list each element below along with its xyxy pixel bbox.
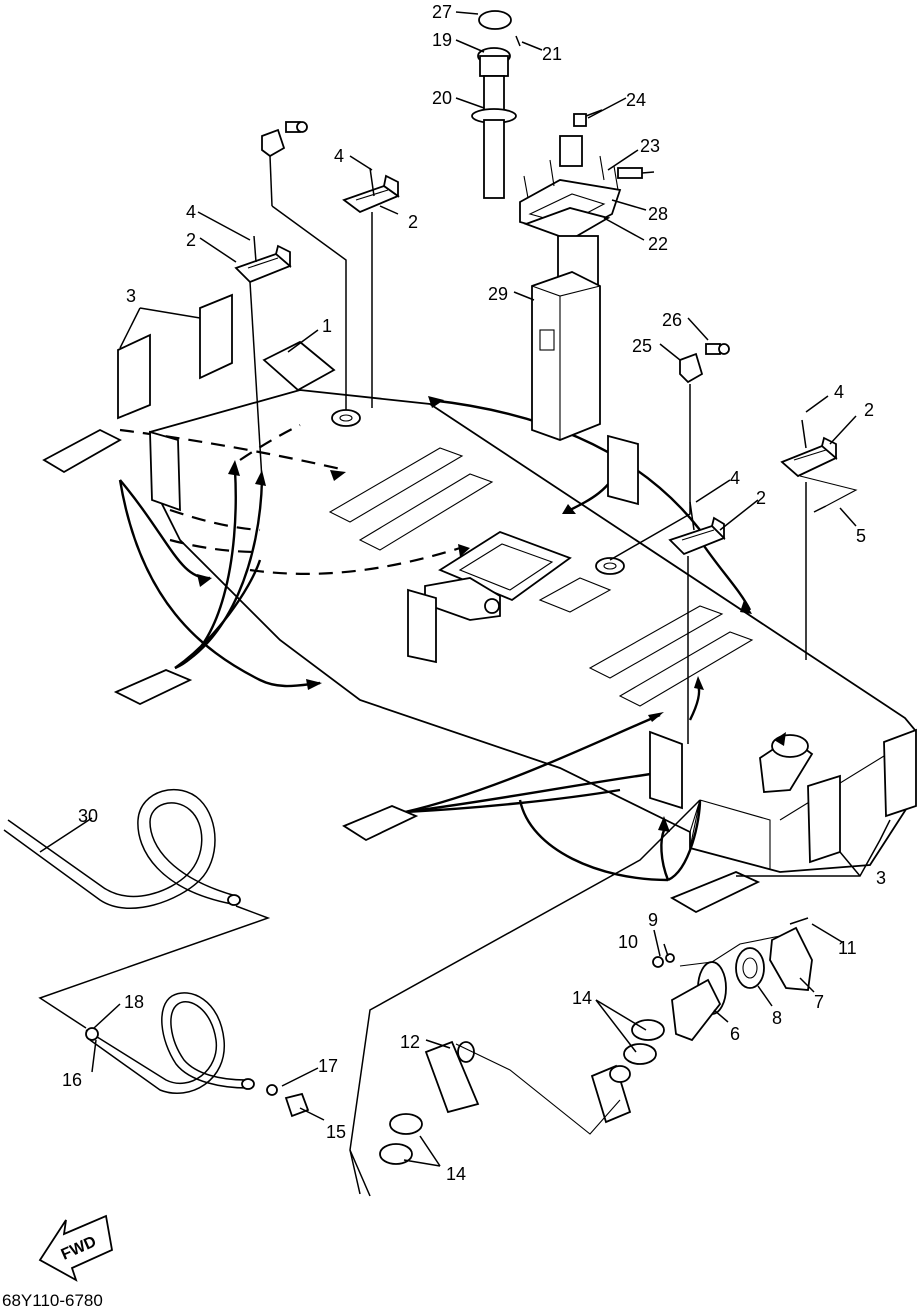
callout-6: 6 bbox=[730, 1024, 740, 1044]
breather-pipes bbox=[3, 789, 310, 1118]
callout-21: 21 bbox=[542, 44, 562, 64]
elbow-fittings bbox=[261, 121, 730, 384]
callout-4: 4 bbox=[730, 468, 740, 488]
callout-25: 25 bbox=[632, 336, 652, 356]
callout-22: 22 bbox=[648, 234, 668, 254]
callout-14: 14 bbox=[572, 988, 592, 1008]
callout-4: 4 bbox=[186, 202, 196, 222]
callout-23: 23 bbox=[640, 136, 660, 156]
callout-4: 4 bbox=[334, 146, 344, 166]
callout-27: 27 bbox=[432, 2, 452, 22]
callout-2: 2 bbox=[186, 230, 196, 250]
callout-20: 20 bbox=[432, 88, 452, 108]
callout-labels: 1 2 2 2 2 3 3 4 4 4 4 5 6 7 8 9 10 11 12… bbox=[62, 2, 886, 1184]
callout-2: 2 bbox=[408, 212, 418, 232]
callout-2: 2 bbox=[756, 488, 766, 508]
callout-4: 4 bbox=[834, 382, 844, 402]
fuel-tank bbox=[148, 389, 916, 873]
callout-2: 2 bbox=[864, 400, 874, 420]
hoses-and-clamps bbox=[379, 1019, 665, 1165]
callout-18: 18 bbox=[124, 992, 144, 1012]
callout-5: 5 bbox=[856, 526, 866, 546]
callout-12: 12 bbox=[400, 1032, 420, 1052]
callout-8: 8 bbox=[772, 1008, 782, 1028]
mounting-direction-arrows bbox=[118, 396, 786, 882]
filler-assembly bbox=[652, 917, 813, 1042]
callout-16: 16 bbox=[62, 1070, 82, 1090]
callout-26: 26 bbox=[662, 310, 682, 330]
callout-11: 11 bbox=[838, 938, 857, 958]
callout-19: 19 bbox=[432, 30, 452, 50]
fwd-arrow: FWD bbox=[38, 1214, 114, 1282]
callout-3: 3 bbox=[126, 286, 136, 306]
callout-28: 28 bbox=[648, 204, 668, 224]
leader-lines bbox=[38, 11, 891, 1197]
callout-14: 14 bbox=[446, 1164, 466, 1184]
callout-15: 15 bbox=[326, 1122, 346, 1142]
callout-9: 9 bbox=[648, 910, 658, 930]
callout-30: 30 bbox=[78, 806, 98, 826]
tank-brackets bbox=[234, 167, 858, 556]
callout-10: 10 bbox=[618, 932, 638, 952]
tank-pads bbox=[42, 293, 917, 914]
callout-1: 1 bbox=[322, 316, 332, 336]
callout-3: 3 bbox=[876, 868, 886, 888]
diagram-code: 68Y110-6780 bbox=[2, 1291, 103, 1309]
callout-7: 7 bbox=[814, 992, 824, 1012]
callout-17: 17 bbox=[318, 1056, 338, 1076]
callout-29: 29 bbox=[488, 284, 508, 304]
fuel-sender-assembly bbox=[471, 10, 655, 441]
callout-24: 24 bbox=[626, 90, 646, 110]
